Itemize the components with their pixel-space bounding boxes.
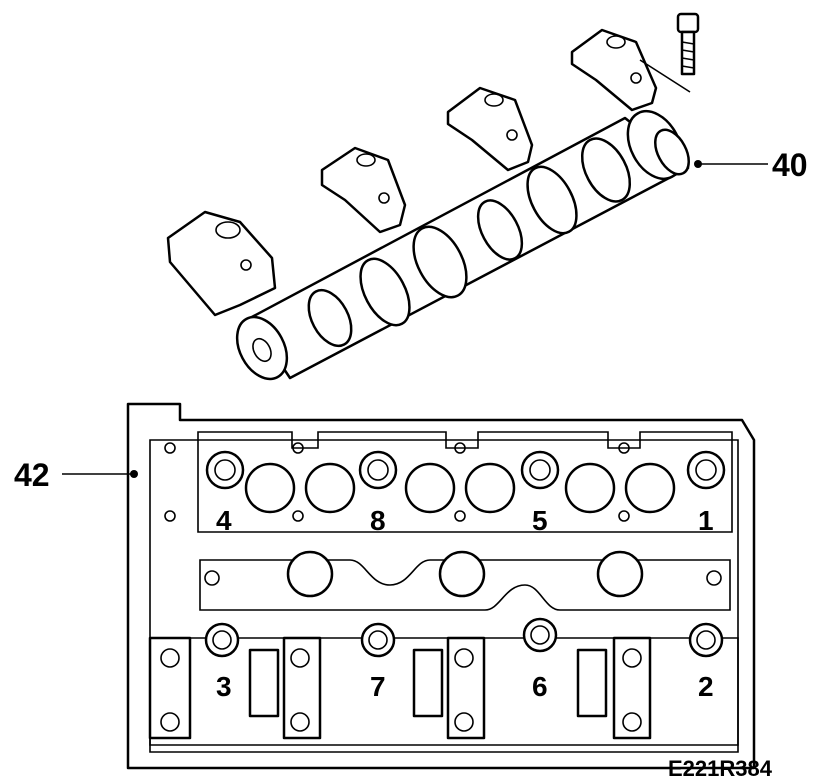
callout-42: 42 bbox=[14, 457, 50, 493]
bottom-row-bolts bbox=[204, 617, 724, 658]
locator-holes bbox=[164, 442, 722, 586]
sequence-label-top-2: 8 bbox=[370, 505, 386, 536]
bearing-cap-2 bbox=[320, 146, 407, 234]
sequence-label-bottom-4: 2 bbox=[698, 671, 714, 702]
sequence-label-bottom-2: 7 bbox=[370, 671, 386, 702]
sequence-label-top-3: 5 bbox=[532, 505, 548, 536]
callout-40: 40 bbox=[772, 147, 808, 183]
lower-bearing-caps bbox=[148, 636, 652, 740]
bearing-cap-3 bbox=[446, 86, 534, 172]
leader-40 bbox=[694, 160, 768, 168]
reference-code: E221R384 bbox=[668, 756, 773, 780]
top-row-bolts bbox=[205, 450, 726, 490]
sequence-label-bottom-3: 6 bbox=[532, 671, 548, 702]
sequence-label-top-1: 4 bbox=[216, 505, 232, 536]
leader-42 bbox=[62, 470, 138, 478]
valve-ports bbox=[244, 462, 676, 598]
sequence-label-top-4: 1 bbox=[698, 505, 714, 536]
bearing-cap-1 bbox=[166, 210, 277, 317]
camshaft bbox=[235, 110, 690, 381]
hex-head-bolt-icon bbox=[639, 12, 700, 93]
bearing-cap-4 bbox=[570, 28, 658, 112]
sequence-label-bottom-1: 3 bbox=[216, 671, 232, 702]
